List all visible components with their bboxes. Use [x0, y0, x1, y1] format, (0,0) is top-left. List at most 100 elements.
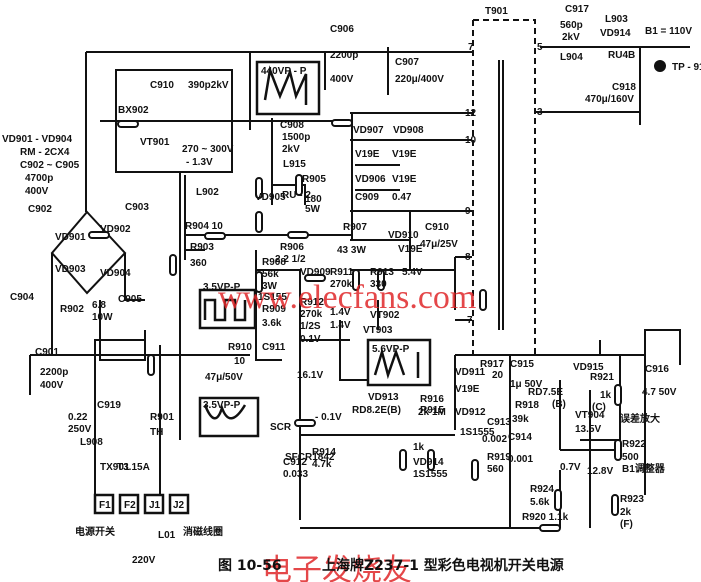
label-f2: F2 [124, 500, 136, 511]
label-c911v: 47μ/50V [205, 372, 243, 383]
label-vd909: VD909 [300, 267, 331, 278]
components [50, 19, 666, 532]
label-r911v: 270k [330, 279, 353, 290]
label-l915: L915 [283, 159, 306, 170]
label-r913: R913 [370, 267, 394, 278]
label-r915v: 1k [413, 442, 425, 453]
wire [599, 329, 681, 365]
wire [124, 253, 145, 301]
label-th: TH [150, 427, 163, 438]
label-c901w: 400V [40, 380, 64, 391]
resistor [352, 269, 360, 291]
label-v19e5: V19E [455, 384, 480, 395]
label-r908: R908 [262, 257, 286, 268]
label-bridge-note3: C902 ~ C905 [20, 160, 80, 171]
label-r916: R916 [420, 394, 444, 405]
label-bx902: BX902 [118, 105, 149, 116]
label-vt902: VT902 [370, 310, 400, 321]
resistor [377, 269, 385, 291]
label-rd75: RD7.5E [528, 387, 563, 398]
label-v07: 0.7V [560, 462, 581, 473]
label-vd904: VD904 [100, 268, 131, 279]
label-p7b: 7 [467, 315, 473, 326]
wires [29, 46, 690, 529]
transformer-t901-frame [472, 19, 536, 356]
label-r922v: 500 [622, 452, 639, 463]
label-v54: 5.4V [402, 267, 423, 278]
resistor [147, 354, 155, 376]
label-r914v: 4.7k [312, 459, 332, 470]
label-v19e2: V19E [392, 149, 417, 160]
label-c912: C912 [283, 457, 307, 468]
label-c913: C913 [487, 417, 511, 428]
label-c906p: 2200p [330, 50, 358, 61]
label-p12: 12 [465, 108, 477, 119]
label-tp91: TP - 91 [672, 62, 701, 73]
waveform-trace [203, 298, 247, 322]
label-c906: C906 [330, 24, 354, 35]
label-c909v: 0.47 [392, 192, 412, 203]
label-v14a: 1.4V [330, 307, 351, 318]
label-r917v: 20 [492, 370, 504, 381]
label-c908v: 1500p [282, 132, 310, 143]
wire [272, 184, 306, 205]
label-c913v: 0.002 [482, 434, 507, 445]
label-r921v: 1k [600, 390, 612, 401]
label-r916v: 2k 1M [418, 407, 446, 418]
label-r912w: 1/2S [300, 321, 321, 332]
label-r914: R914 [312, 447, 336, 458]
label-c916: C916 [645, 364, 669, 375]
label-c901v: 2200p [40, 367, 68, 378]
label-vd915: VD915 [573, 362, 604, 373]
label-r904: R904 10 [185, 221, 223, 232]
resistor [304, 274, 326, 282]
label-vd905: VD905 [255, 192, 286, 203]
waveform-trace [203, 404, 247, 420]
label-rd82: RD8.2E(B) [352, 405, 401, 416]
resistor [471, 459, 479, 481]
label-c910v: 390p2kV [188, 80, 229, 91]
label-v19e4: V19E [398, 244, 423, 255]
label-c911: C911 [262, 342, 286, 353]
wire [115, 69, 233, 173]
wire [94, 339, 145, 460]
label-vt901v2: - 1.3V [186, 157, 213, 168]
label-c910: C910 [150, 80, 174, 91]
label-v19e1: V19E [355, 149, 380, 160]
label-c905: C905 [118, 294, 142, 305]
label-r919v: 560 [487, 464, 504, 475]
label-r923: R923 [620, 494, 644, 505]
label-p5: 5 [537, 42, 543, 53]
label-s155: 1S155 [258, 292, 287, 303]
label-b1adj: B1调整器 [622, 462, 666, 475]
label-b1: B1 = 110V [645, 26, 692, 37]
label-vd906: VD906 [355, 174, 386, 185]
label-vd910: VD910 [388, 230, 419, 241]
label-f1: F1 [99, 500, 111, 511]
label-bridge-note2: RM - 2CX4 [20, 147, 70, 158]
label-r907: R907 [343, 222, 367, 233]
label-r908v: 56k [262, 269, 279, 280]
label-r912v: 270k [300, 309, 323, 320]
label-t315a: T3.15A [117, 462, 150, 473]
label-l902: L902 [196, 187, 219, 198]
label-tx901: TX901 [100, 462, 130, 473]
label-wave2: 3.5VP-P [203, 282, 241, 293]
label-vd901: VD901 [55, 232, 86, 243]
label-ru4b: RU4B [608, 50, 635, 61]
wire [454, 256, 472, 310]
label-r918: R918 [515, 400, 539, 411]
label-v128: 12.8V [587, 466, 613, 477]
label-r909: R909 [262, 304, 286, 315]
label-c914v: 0.001 [508, 454, 533, 465]
label-c917v: 560p [560, 20, 583, 31]
label-c916v: 4.7 50V [642, 387, 677, 398]
resistor [295, 174, 303, 196]
label-vd914: VD914 [413, 457, 444, 468]
label-vt901: VT901 [140, 137, 170, 148]
label-c915v: 1μ 50V [510, 379, 543, 390]
label-c919v: 0.22 [68, 412, 88, 423]
label-l904: L904 [560, 52, 583, 63]
label-c910b: C910 [425, 222, 449, 233]
label-c912v: 0.033 [283, 469, 308, 480]
